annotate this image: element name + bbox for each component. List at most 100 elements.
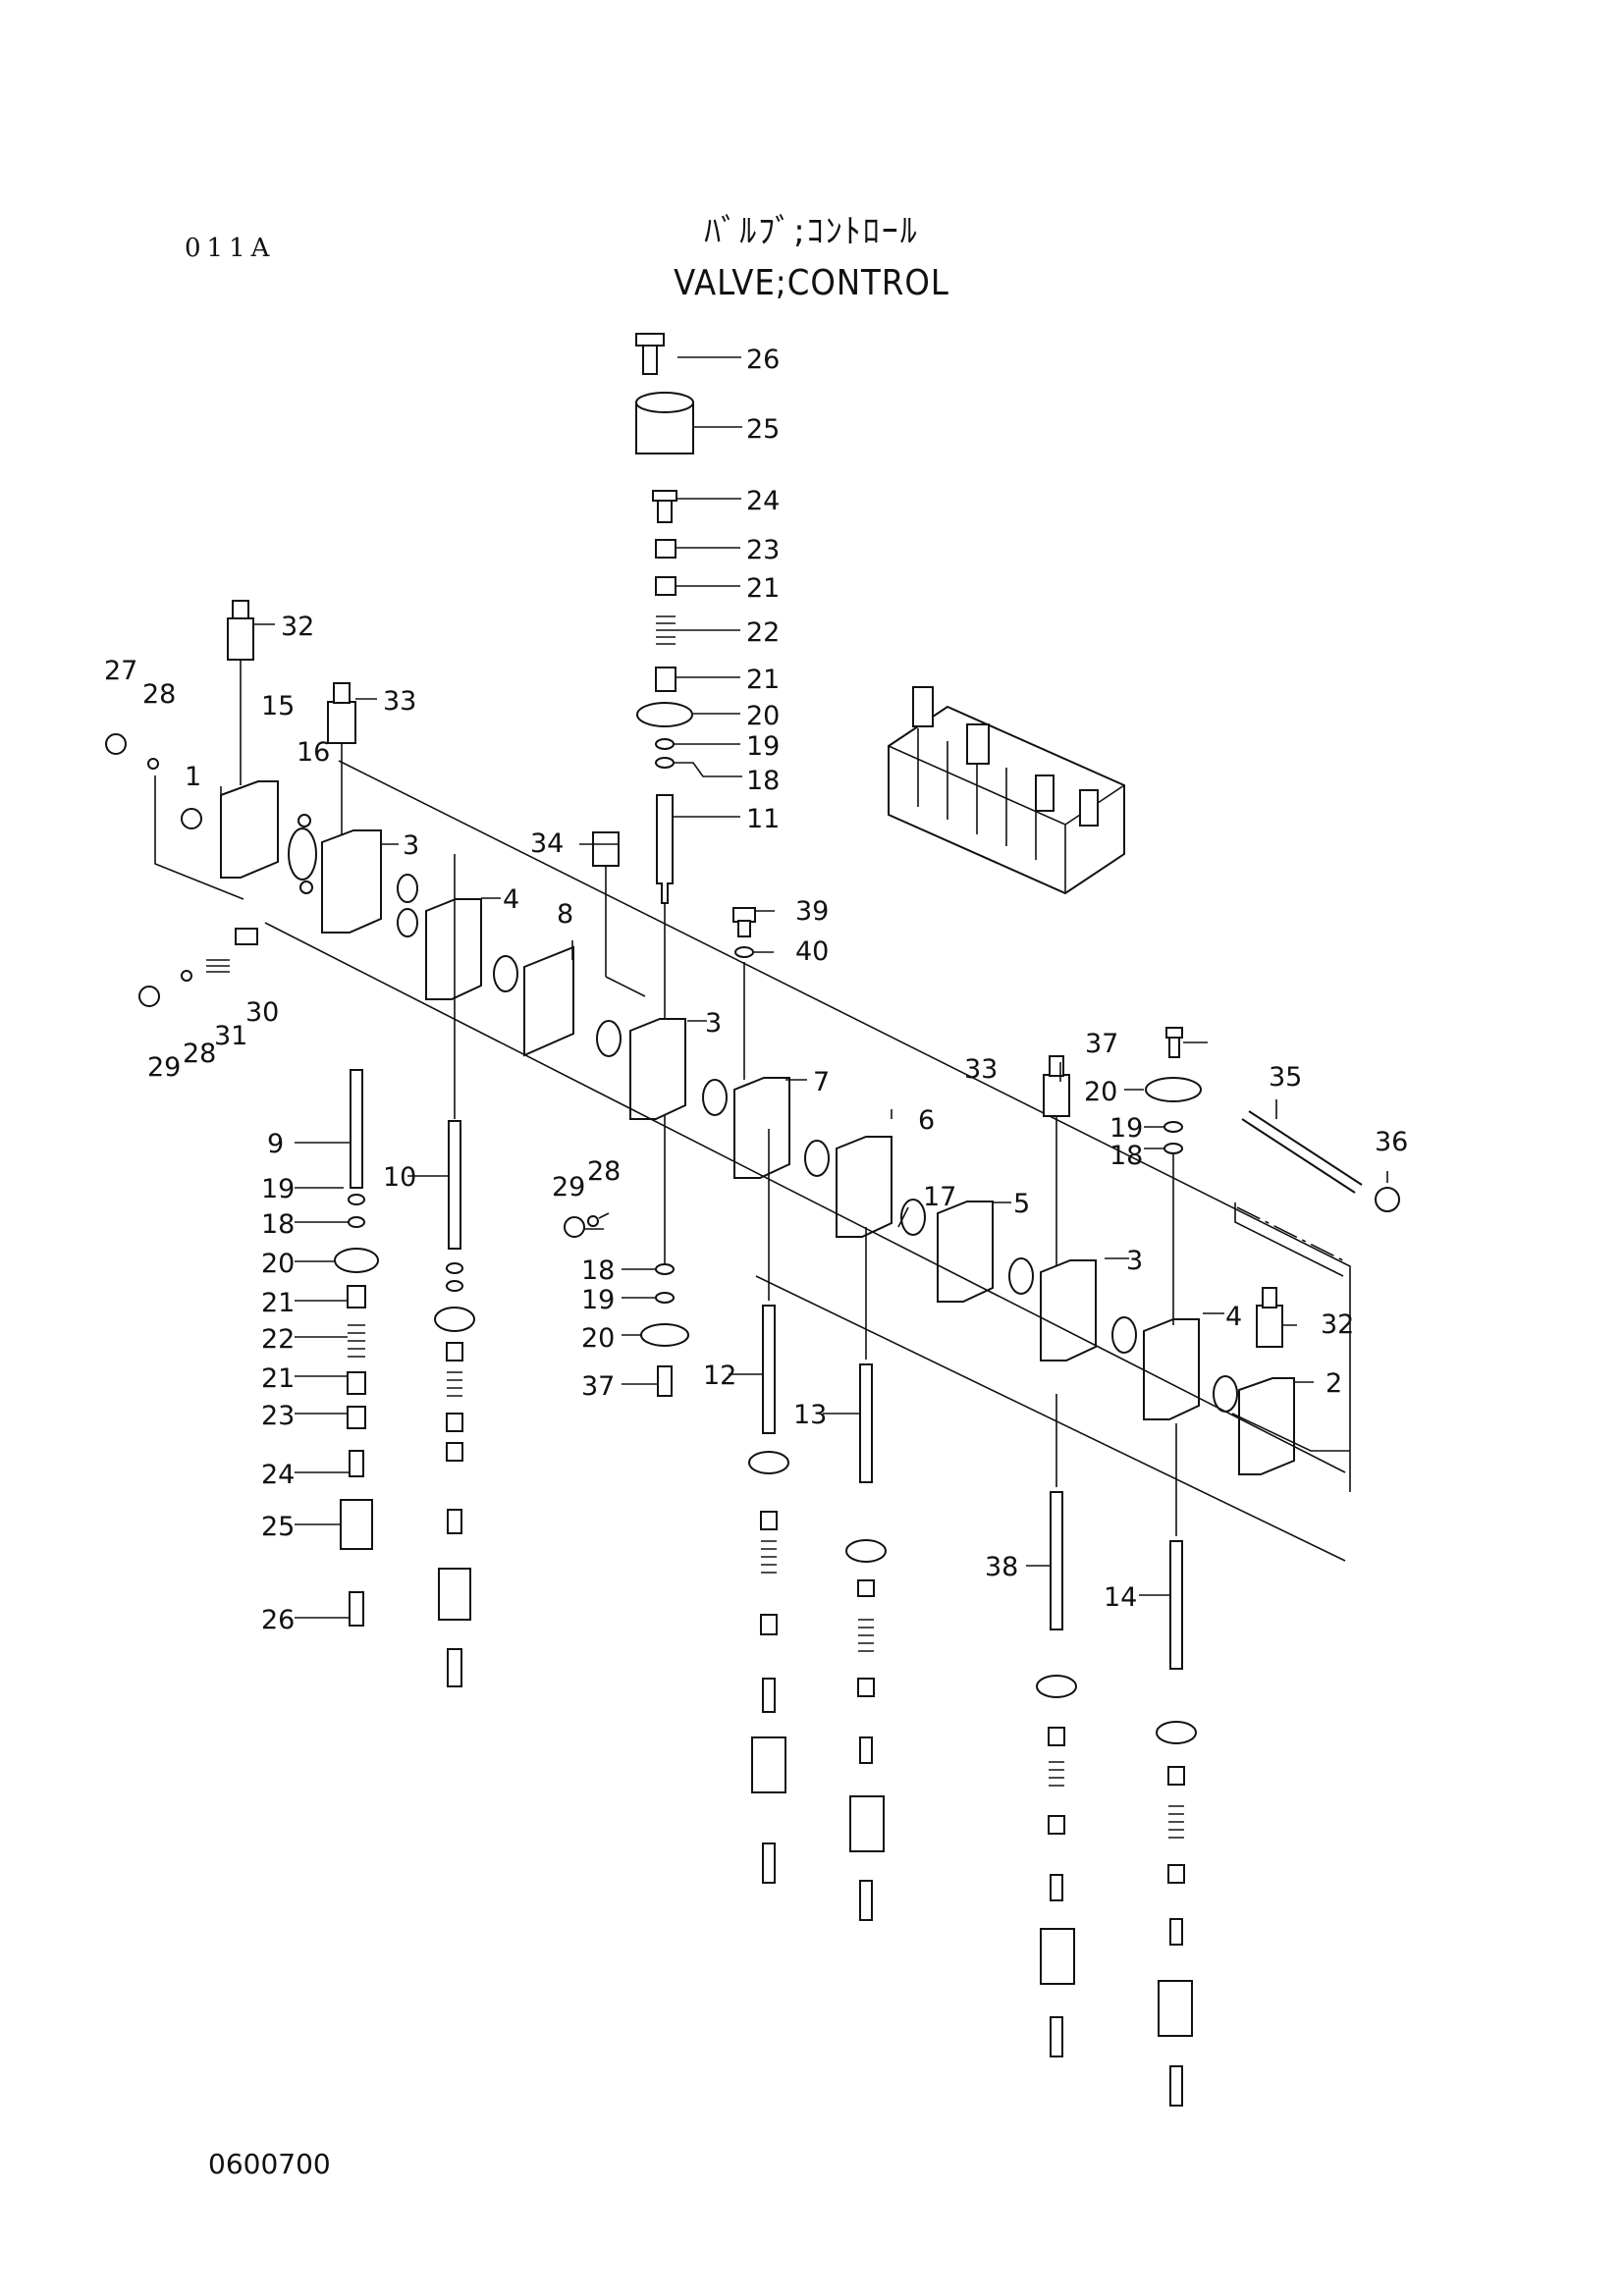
- callout-label: 21: [261, 1363, 295, 1394]
- callout-label: 38: [985, 1552, 1018, 1582]
- flange-20-mid-part: [640, 1323, 689, 1347]
- callout-label: 32: [281, 612, 314, 642]
- side-cover-2-part: [1238, 1377, 1295, 1475]
- top-stack: [635, 333, 694, 1266]
- plug-34-part: [592, 831, 620, 867]
- callout-label: 6: [918, 1105, 935, 1136]
- callout-label: 10: [383, 1162, 416, 1193]
- section-3-right-part: [1040, 1259, 1097, 1362]
- bolt-head-part: [652, 490, 677, 502]
- callout-label: 32: [1321, 1309, 1354, 1340]
- spring-31-part: [206, 959, 230, 973]
- o-ring-28-part: [147, 758, 159, 770]
- callout-label: 14: [1104, 1582, 1137, 1613]
- callout-label: 24: [261, 1460, 295, 1490]
- bolt-37-shank-part: [1168, 1037, 1180, 1058]
- callout-label: 29: [552, 1172, 585, 1202]
- callout-label: 21: [746, 665, 780, 695]
- callout-label: 25: [261, 1512, 295, 1542]
- spool-columns: [334, 854, 1197, 2107]
- pilot-valve-33-right-cap-part: [1049, 1055, 1064, 1077]
- o-ring-19-part: [1163, 1121, 1183, 1133]
- plug-27-part: [105, 733, 127, 755]
- o-ring-17-part: [900, 1199, 926, 1236]
- section-5-part: [937, 1201, 994, 1303]
- section-4-right-part: [1143, 1318, 1200, 1420]
- callout-label: 20: [261, 1249, 295, 1279]
- bolt-39-part: [732, 907, 756, 923]
- callout-label: 18: [746, 766, 780, 796]
- seat-part: [655, 539, 676, 559]
- callout-label: 21: [261, 1288, 295, 1318]
- callout-label: 33: [383, 686, 416, 717]
- title-japanese: ﾊﾞﾙﾌﾞ;ｺﾝﾄﾛｰﾙ: [704, 212, 919, 251]
- section-3-part: [321, 829, 382, 934]
- callout-label: 18: [261, 1209, 295, 1240]
- title-english: VALVE;CONTROL: [674, 263, 949, 303]
- bolt-head-part: [635, 333, 665, 347]
- callout-label: 3: [705, 1008, 722, 1039]
- spool-38-part: [1050, 1491, 1063, 1630]
- seat-part: [655, 576, 676, 596]
- callout-label: 5: [1013, 1189, 1030, 1219]
- callout-label: 25: [746, 414, 780, 445]
- callout-label: 23: [261, 1401, 295, 1431]
- bolt-37-mid-part: [657, 1365, 673, 1397]
- callout-label: 20: [1084, 1077, 1117, 1107]
- plug-29-left-part: [138, 986, 160, 1007]
- o-ring-19-mid-part: [655, 1292, 675, 1304]
- relief-valve-32-right-cap-part: [1262, 1287, 1277, 1308]
- o-ring-part: [397, 908, 418, 937]
- pilot-33-left: [327, 682, 356, 834]
- page-code: 011A: [185, 234, 276, 263]
- callout-label: 3: [403, 830, 419, 861]
- callout-label: 40: [795, 936, 829, 967]
- callout-label: 24: [746, 486, 780, 516]
- callout-label: 33: [964, 1054, 998, 1085]
- callout-label: 23: [746, 535, 780, 565]
- section-3-mid-part: [629, 1018, 686, 1120]
- section-7-part: [733, 1077, 790, 1179]
- spool-9-part: [350, 1069, 363, 1189]
- callout-label: 16: [297, 737, 330, 768]
- section-8-part: [523, 945, 574, 1057]
- callout-label: 28: [183, 1039, 216, 1069]
- misc-parts: [138, 831, 1400, 1397]
- o-ring-part: [702, 1079, 728, 1116]
- bolt-37-part: [1165, 1027, 1183, 1039]
- left-side-cover: [105, 600, 279, 900]
- nut-36-part: [1375, 1187, 1400, 1212]
- callout-label: 1: [185, 762, 201, 792]
- callout-label: 37: [581, 1371, 615, 1402]
- cover-top-part: [635, 392, 694, 413]
- pilot-valve-33-part: [327, 701, 356, 744]
- bolt-39-shank-part: [737, 920, 751, 937]
- section-6-part: [836, 1136, 893, 1238]
- callout-label: 19: [261, 1174, 295, 1204]
- callout-label: 30: [245, 997, 279, 1028]
- callout-label: 26: [746, 345, 780, 375]
- o-ring-part: [655, 738, 675, 750]
- callout-label: 18: [581, 1255, 615, 1286]
- relief-valve-32-right-part: [1256, 1305, 1283, 1348]
- o-ring-28b-part: [587, 1215, 599, 1227]
- plug-30-part: [235, 928, 258, 945]
- o-ring-part: [655, 757, 675, 769]
- relief-valve-32-part: [227, 617, 254, 661]
- seat-part: [655, 667, 676, 692]
- assembled-valve-thumbnail: [888, 686, 1125, 895]
- callout-label: 39: [795, 896, 829, 927]
- drawing-code: 0600700: [208, 2148, 331, 2180]
- valve-sections: [264, 760, 1351, 1562]
- callout-label: 19: [746, 731, 780, 762]
- callout-label: 36: [1375, 1127, 1408, 1157]
- callout-label: 37: [1085, 1029, 1118, 1059]
- spool-14-part: [1169, 1540, 1183, 1670]
- callout-label: 28: [142, 679, 176, 710]
- callout-label: 8: [557, 899, 573, 930]
- flange-part: [636, 702, 693, 727]
- callout-label: 7: [813, 1067, 830, 1097]
- callout-label: 18: [1109, 1141, 1143, 1171]
- spring-part: [656, 615, 676, 645]
